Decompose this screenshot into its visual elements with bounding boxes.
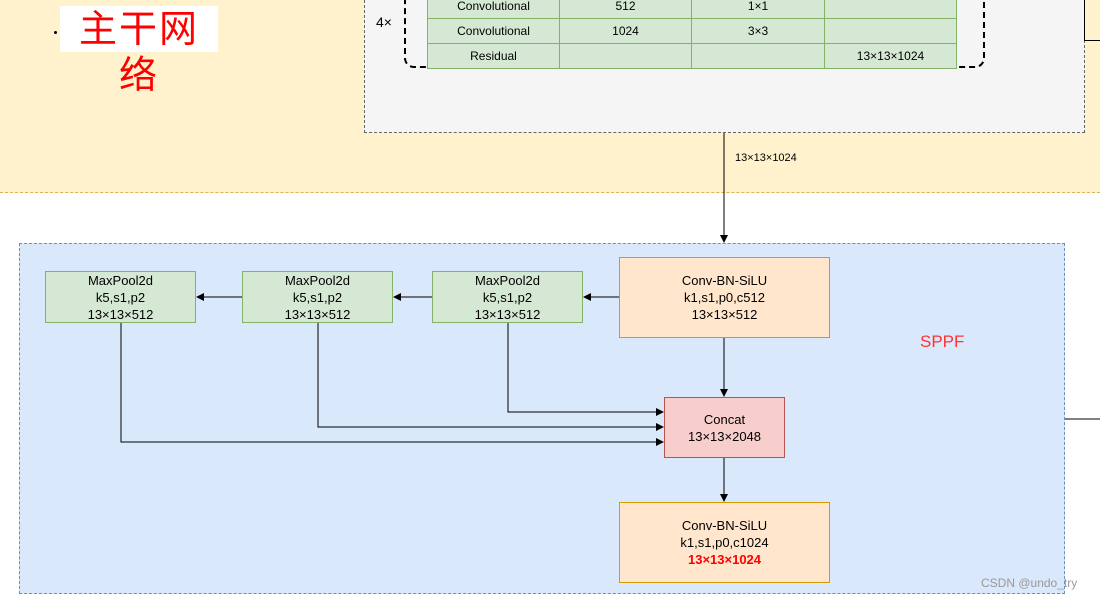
node-shape-label: 13×13×512 <box>474 306 541 322</box>
node-shape-label: 13×13×512 <box>87 306 154 322</box>
output-cell: 13×13×1024 <box>824 43 957 69</box>
node-shape-label: 13×13×512 <box>691 307 758 322</box>
node-params-label: k1,s1,p0,c512 <box>684 290 765 305</box>
filters-cell <box>559 43 692 69</box>
repeat-count-label: 4× <box>376 14 392 30</box>
maxpool-node-2[interactable]: MaxPool2d k5,s1,p2 13×13×512 <box>242 271 393 323</box>
node-op-label: Conv-BN-SiLU <box>681 273 768 288</box>
layer-table: Convolutional 512 1×1 Convolutional 1024… <box>427 0 957 69</box>
layer-type-cell: Convolutional <box>427 0 560 19</box>
node-params-label: k1,s1,p0,c1024 <box>680 535 769 550</box>
node-op-label: MaxPool2d <box>284 272 351 288</box>
pool2-to-concat-arrow <box>317 323 664 431</box>
node-params-label: k5,s1,p2 <box>95 289 146 305</box>
conv-bn-silu-node-1[interactable]: Conv-BN-SiLU k1,s1,p0,c512 13×13×512 <box>619 257 830 338</box>
node-output-shape-label: 13×13×1024 <box>687 552 762 567</box>
size-cell: 1×1 <box>691 0 825 19</box>
size-cell <box>691 43 825 69</box>
node-op-label: Concat <box>703 411 746 427</box>
layer-type-cell: Residual <box>427 43 560 69</box>
node-op-label: Conv-BN-SiLU <box>681 518 768 533</box>
maxpool-node-3[interactable]: MaxPool2d k5,s1,p2 13×13×512 <box>45 271 196 323</box>
backbone-title: 主干网络 <box>60 6 218 97</box>
filters-cell: 512 <box>559 0 692 19</box>
flow-shape-label: 13×13×1024 <box>735 152 797 164</box>
layer-type-cell: Convolutional <box>427 18 560 44</box>
table-row: Convolutional 1024 3×3 <box>427 18 957 44</box>
filters-cell: 1024 <box>559 18 692 44</box>
pool3-to-concat-arrow <box>120 323 664 446</box>
pool1-to-concat-arrow <box>507 323 664 416</box>
node-params-label: k5,s1,p2 <box>292 289 343 305</box>
output-cell <box>824 18 957 44</box>
watermark: CSDN @undo_try <box>981 576 1078 590</box>
concat-node[interactable]: Concat 13×13×2048 <box>664 397 785 458</box>
maxpool-node-1[interactable]: MaxPool2d k5,s1,p2 13×13×512 <box>432 271 583 323</box>
node-shape-label: 13×13×2048 <box>687 428 762 444</box>
node-params-label: k5,s1,p2 <box>482 289 533 305</box>
right-edge-box <box>1084 0 1100 41</box>
anchor-dot <box>54 31 57 34</box>
node-op-label: MaxPool2d <box>474 272 541 288</box>
sppf-label: SPPF <box>920 332 965 351</box>
table-row: Convolutional 512 1×1 <box>427 0 957 19</box>
conv-bn-silu-node-2[interactable]: Conv-BN-SiLU k1,s1,p0,c1024 13×13×1024 <box>619 502 830 583</box>
node-shape-label: 13×13×512 <box>284 306 351 322</box>
table-row: Residual 13×13×1024 <box>427 43 957 69</box>
output-cell <box>824 0 957 19</box>
node-op-label: MaxPool2d <box>87 272 154 288</box>
